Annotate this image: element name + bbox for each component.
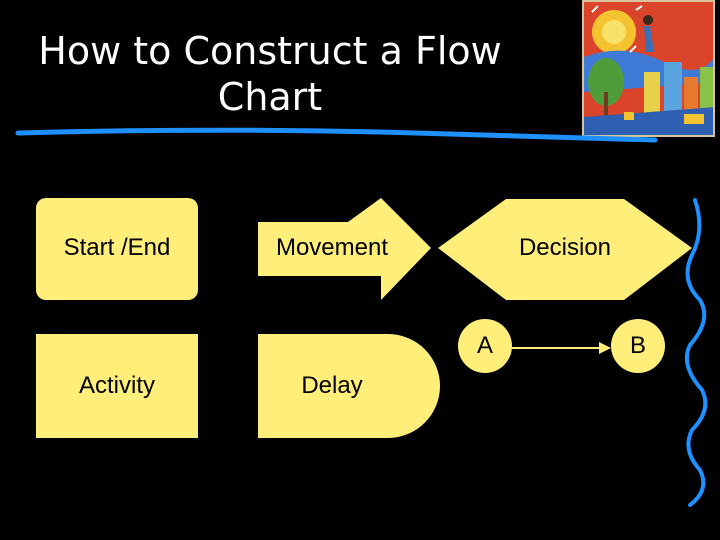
start-end-label: Start /End xyxy=(63,234,171,261)
start-end-shape xyxy=(36,198,198,300)
connector-arrowhead xyxy=(599,342,611,354)
decorative-wavy-line xyxy=(685,198,708,507)
connector-a-circle xyxy=(458,319,512,373)
decision-diamond-shape xyxy=(438,199,692,300)
activity-label: Activity xyxy=(78,372,155,399)
title-underline-rule xyxy=(15,127,658,143)
connector-b-label: B xyxy=(629,332,646,359)
activity-shape xyxy=(36,334,198,438)
slide-title: How to Construct a Flow Chart xyxy=(0,28,540,120)
delay-shape xyxy=(258,334,440,438)
movement-arrow-shape xyxy=(258,198,431,300)
slide-title-line-1: How to Construct a Flow xyxy=(38,29,502,73)
connector-a-label: A xyxy=(476,332,493,359)
decision-label: Decision xyxy=(518,234,612,261)
slide-title-line-2: Chart xyxy=(217,75,323,119)
connector-b-circle xyxy=(611,319,665,373)
delay-label: Delay xyxy=(301,372,363,399)
movement-label: Movement xyxy=(275,234,389,261)
colorful-city-painting-icon xyxy=(582,0,715,137)
